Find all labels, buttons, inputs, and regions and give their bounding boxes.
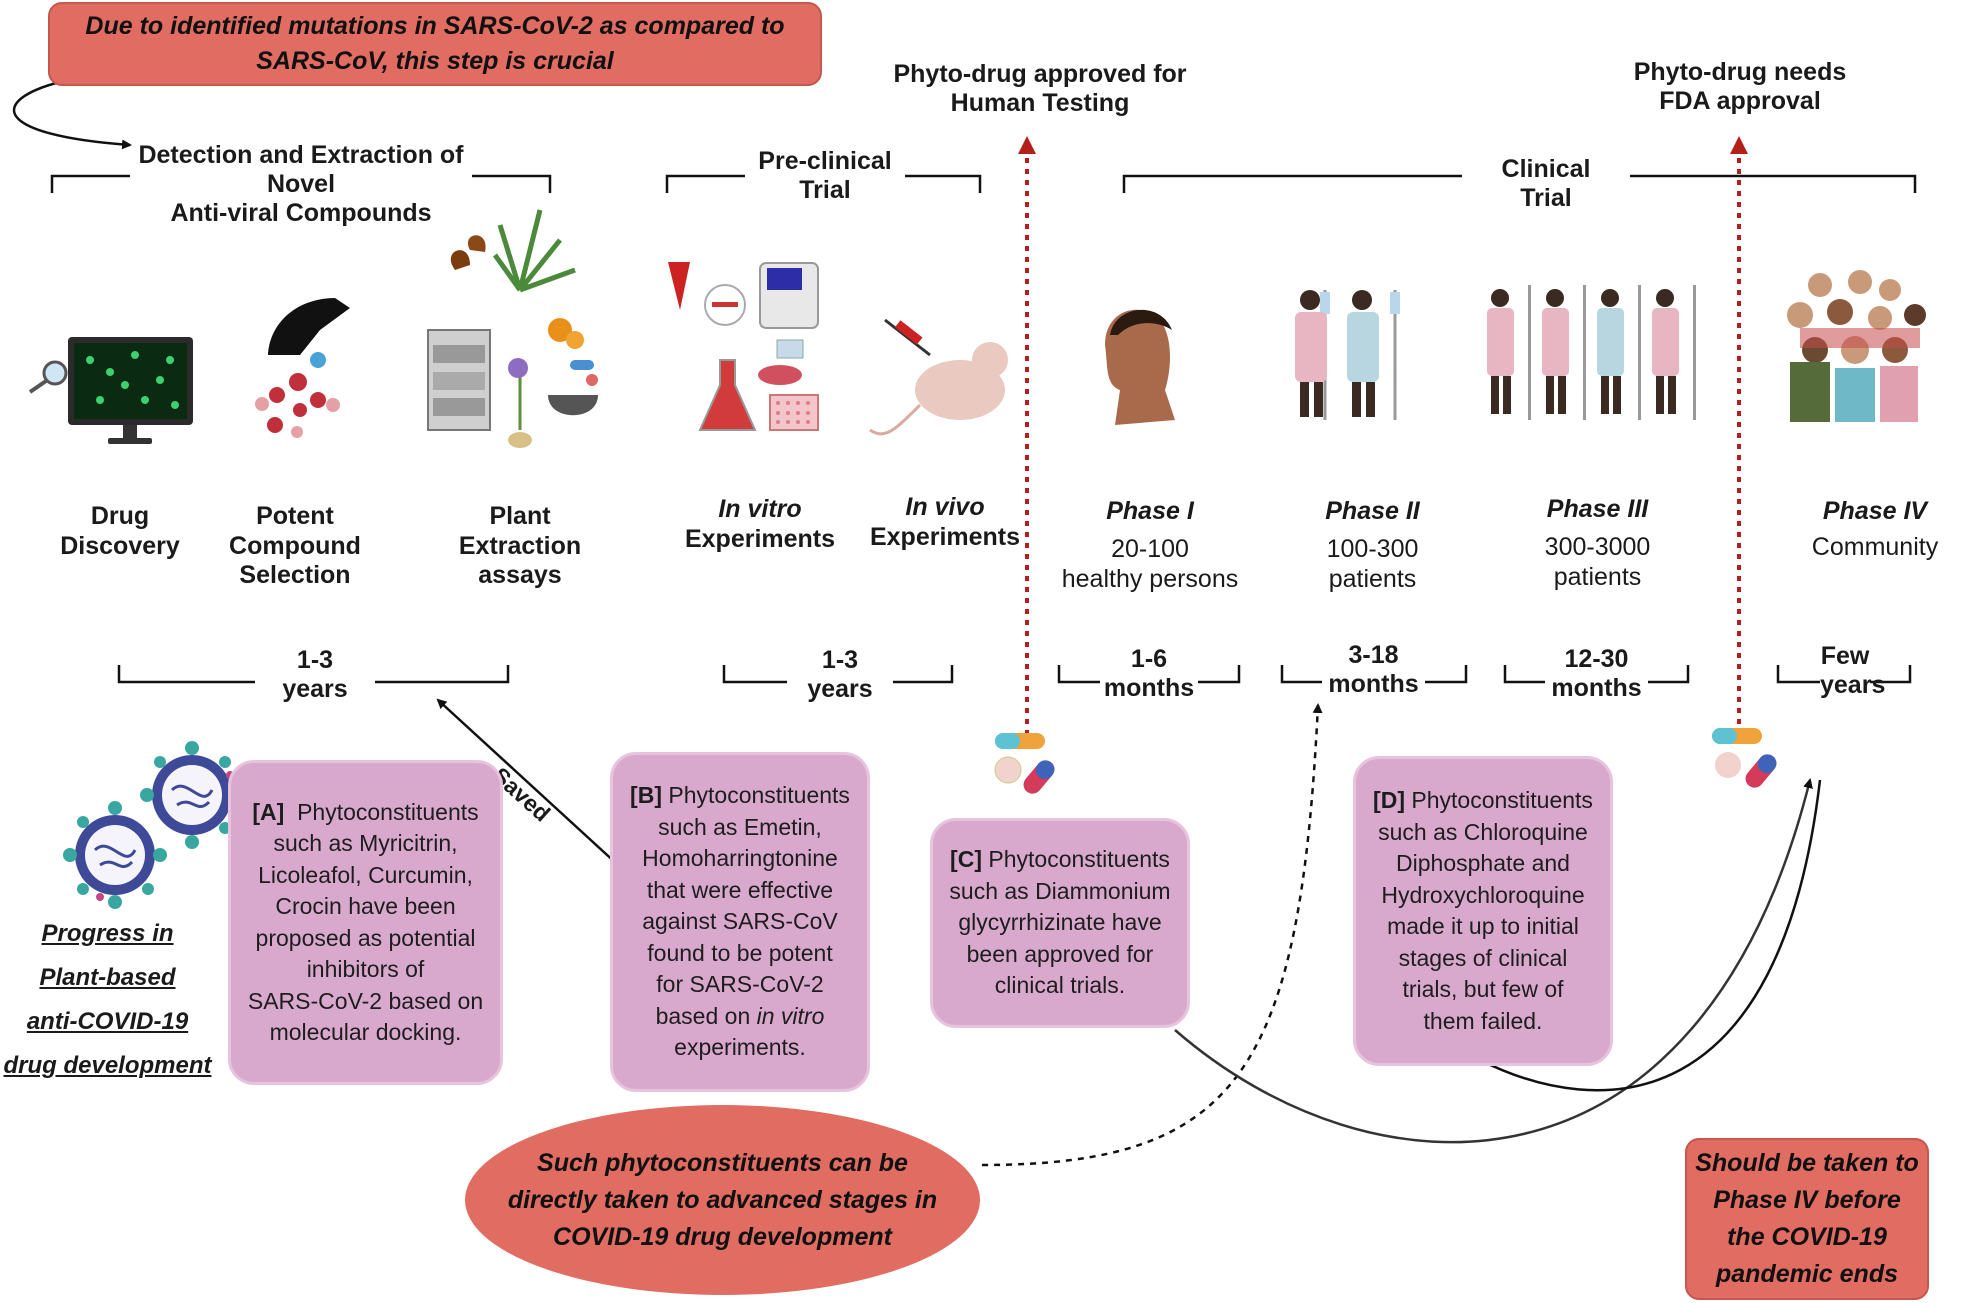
phase-1-duration: 1-6 months bbox=[1103, 645, 1195, 702]
phase-3-desc: 300-3000 patients bbox=[1544, 533, 1651, 591]
plant-extraction-label: Plant Extraction assays bbox=[458, 502, 582, 589]
healthy-person-icon bbox=[1105, 309, 1175, 425]
fda-approval-label: Phyto-drug needs FDA approval bbox=[1633, 58, 1847, 115]
phase-2: Phase II 100-300 patients bbox=[1260, 497, 1485, 594]
phase-3-name: Phase III bbox=[1546, 495, 1649, 523]
preclinical-bracket bbox=[665, 174, 982, 193]
monitor-icon bbox=[28, 337, 193, 444]
progress-label: Progress in Plant-based anti-COVID-19 dr… bbox=[3, 920, 212, 1079]
advanced-stages-note: Such phytoconstituents can be directly t… bbox=[465, 1105, 980, 1295]
community-icon bbox=[1787, 270, 1926, 422]
c-to-phase4-arrow bbox=[1174, 778, 1813, 1144]
plant-extraction-icon bbox=[427, 209, 598, 448]
duration-brackets bbox=[117, 665, 1912, 684]
in-vivo-label: In vivo Experiments bbox=[869, 493, 1021, 551]
mutation-note: Due to identified mutations in SARS-CoV-… bbox=[48, 2, 822, 86]
clinical-bracket bbox=[1122, 174, 1917, 193]
phase-4-desc: Community bbox=[1811, 533, 1939, 561]
preclinical-section-title: Pre-clinical Trial bbox=[758, 147, 892, 204]
clinical-section-title: Clinical Trial bbox=[1501, 155, 1591, 212]
detection-bracket bbox=[50, 174, 552, 193]
preclinical-duration: 1-3 years bbox=[807, 646, 873, 703]
phase3-patients-icon bbox=[1487, 285, 1696, 420]
hand-compound-icon bbox=[255, 298, 350, 438]
pills-icon-left bbox=[994, 733, 1055, 794]
phase-3: Phase III 300-3000 patients bbox=[1485, 495, 1710, 592]
box-c: [C] Phytoconstituents such as Diammonium… bbox=[930, 818, 1190, 1028]
d-to-phase4-arrow bbox=[1479, 779, 1822, 1092]
phase-3-duration: 12-30 months bbox=[1551, 645, 1642, 702]
saved-arrow bbox=[436, 698, 619, 866]
mutation-note-line-1: Due to identified mutations in SARS-CoV-… bbox=[85, 12, 785, 40]
phase4-note: Should be taken to Phase IV before the C… bbox=[1685, 1138, 1929, 1300]
phase-4-name: Phase IV bbox=[1822, 497, 1928, 525]
human-testing-label: Phyto-drug approved for Human Testing bbox=[893, 60, 1187, 117]
box-d: [D] Phytoconstituents such as Chloroquin… bbox=[1353, 756, 1613, 1066]
phase-2-desc: 100-300 patients bbox=[1326, 535, 1419, 593]
advanced-dotted-arrow bbox=[981, 703, 1323, 1167]
phase-4-duration: Few years bbox=[1820, 642, 1886, 699]
in-vivo-mouse-icon bbox=[869, 318, 1008, 436]
detection-section-title: Detection and Extraction of Novel Anti-v… bbox=[138, 141, 464, 227]
box-b: [B] Phytoconstituents such as Emetin, Ho… bbox=[610, 752, 870, 1092]
compound-selection-label: Potent Compound Selection bbox=[229, 502, 361, 589]
phase-2-name: Phase II bbox=[1325, 497, 1420, 525]
virus-icon bbox=[63, 741, 244, 909]
phase2-patients-icon bbox=[1295, 290, 1400, 420]
phase-2-duration: 3-18 months bbox=[1328, 641, 1419, 698]
mutation-arrow bbox=[12, 80, 132, 150]
phase-1: Phase I 20-100 healthy persons bbox=[1040, 497, 1260, 594]
drug-discovery-label: Drug Discovery bbox=[60, 502, 180, 560]
phase-1-desc: 20-100 healthy persons bbox=[1061, 535, 1239, 593]
mutation-note-line-2: SARS-CoV, this step is crucial bbox=[256, 47, 614, 75]
in-vitro-icon bbox=[668, 262, 819, 431]
discovery-duration: 1-3 years bbox=[282, 646, 348, 703]
in-vitro-emphasis: in vitro bbox=[756, 1002, 825, 1029]
pills-icon-right bbox=[1712, 728, 1777, 788]
phase-1-name: Phase I bbox=[1106, 497, 1194, 525]
in-vitro-label: In vitro Experiments bbox=[684, 495, 836, 553]
phase-4: Phase IV Community bbox=[1760, 497, 1969, 562]
box-a: [A] Phytoconstituents such as Myricitrin… bbox=[228, 760, 503, 1085]
